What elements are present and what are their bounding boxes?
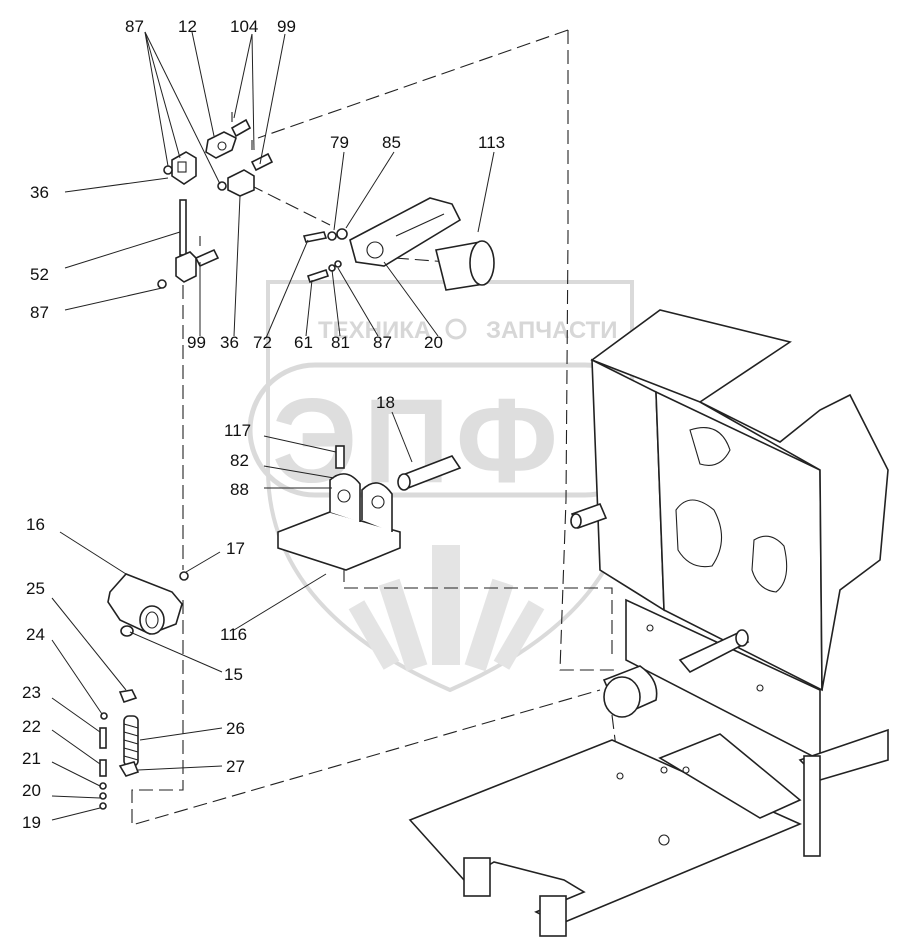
callout-61: 61 (294, 333, 313, 352)
callout-16: 16 (26, 515, 45, 534)
assembly-lines (131, 29, 621, 826)
callout-81: 81 (331, 333, 350, 352)
callout-22: 22 (22, 717, 41, 736)
callout-82: 82 (230, 451, 249, 470)
callout-117: 117 (224, 421, 251, 440)
callout-113: 113 (478, 133, 505, 152)
frame-assembly (570, 309, 889, 857)
callout-23: 23 (22, 683, 41, 702)
rod-52 (179, 199, 187, 256)
pin-23 (99, 727, 107, 749)
callout-20-bottom: 20 (22, 781, 41, 800)
callout-87-top: 87 (125, 17, 144, 36)
block-36-lower (175, 251, 197, 283)
callout-87-left: 87 (30, 303, 49, 322)
bracket-116 (277, 473, 401, 571)
clip-27 (118, 761, 140, 777)
base-plate (408, 733, 803, 937)
callout-24: 24 (26, 625, 45, 644)
watermark-wheat-icon (348, 545, 545, 672)
nut-17 (179, 571, 189, 581)
callout-27: 27 (226, 757, 245, 776)
callout-15: 15 (224, 665, 243, 684)
bracket-12 (205, 131, 237, 159)
washer-15 (120, 625, 134, 637)
nut-87-lower (157, 279, 167, 289)
nut-19 (99, 802, 107, 810)
nut-24 (100, 712, 108, 720)
callout-104: 104 (230, 17, 258, 36)
callout-36-left: 36 (30, 183, 49, 202)
pin-18 (397, 455, 462, 491)
callout-99-bottom: 99 (187, 333, 206, 352)
callout-21: 21 (22, 749, 41, 768)
callout-99-top: 99 (277, 17, 296, 36)
callout-18: 18 (376, 393, 395, 412)
callout-20-top: 20 (424, 333, 443, 352)
callout-87-mid: 87 (373, 333, 392, 352)
pin-22 (99, 759, 107, 777)
bolt-61 (306, 260, 342, 284)
callout-26: 26 (226, 719, 245, 738)
callout-79: 79 (330, 133, 349, 152)
lever-16 (107, 573, 183, 635)
callout-19: 19 (22, 813, 41, 832)
callout-52: 52 (30, 265, 49, 284)
callout-25: 25 (26, 579, 45, 598)
callout-116: 116 (220, 625, 247, 644)
callout-12: 12 (178, 17, 197, 36)
callout-72: 72 (253, 333, 272, 352)
watermark: ТЕХНИКА ЗАПЧАСТИ ЭПФ (247, 280, 653, 693)
callout-labels: 87 12 104 99 36 79 85 113 52 87 99 36 72… (22, 17, 505, 832)
leader-lines (51, 31, 495, 821)
callout-88: 88 (230, 480, 249, 499)
block-36-upper (171, 151, 197, 185)
callout-36-bottom: 36 (220, 333, 239, 352)
callout-85: 85 (382, 133, 401, 152)
watermark-text-right: ЗАПЧАСТИ (486, 317, 618, 344)
block-36-middle (227, 169, 255, 197)
pins-104 (230, 112, 274, 172)
clip-25 (118, 689, 138, 703)
cylinder-113 (435, 240, 495, 291)
bolt-72 (302, 228, 348, 243)
pin-99-lower (194, 236, 220, 268)
roller (602, 665, 658, 718)
callout-17: 17 (226, 539, 245, 558)
spring-26 (123, 715, 139, 767)
washer-20 (99, 792, 107, 800)
bracket-85 (349, 197, 462, 267)
watermark-gear-icon (445, 318, 467, 340)
washer-21 (99, 782, 107, 790)
